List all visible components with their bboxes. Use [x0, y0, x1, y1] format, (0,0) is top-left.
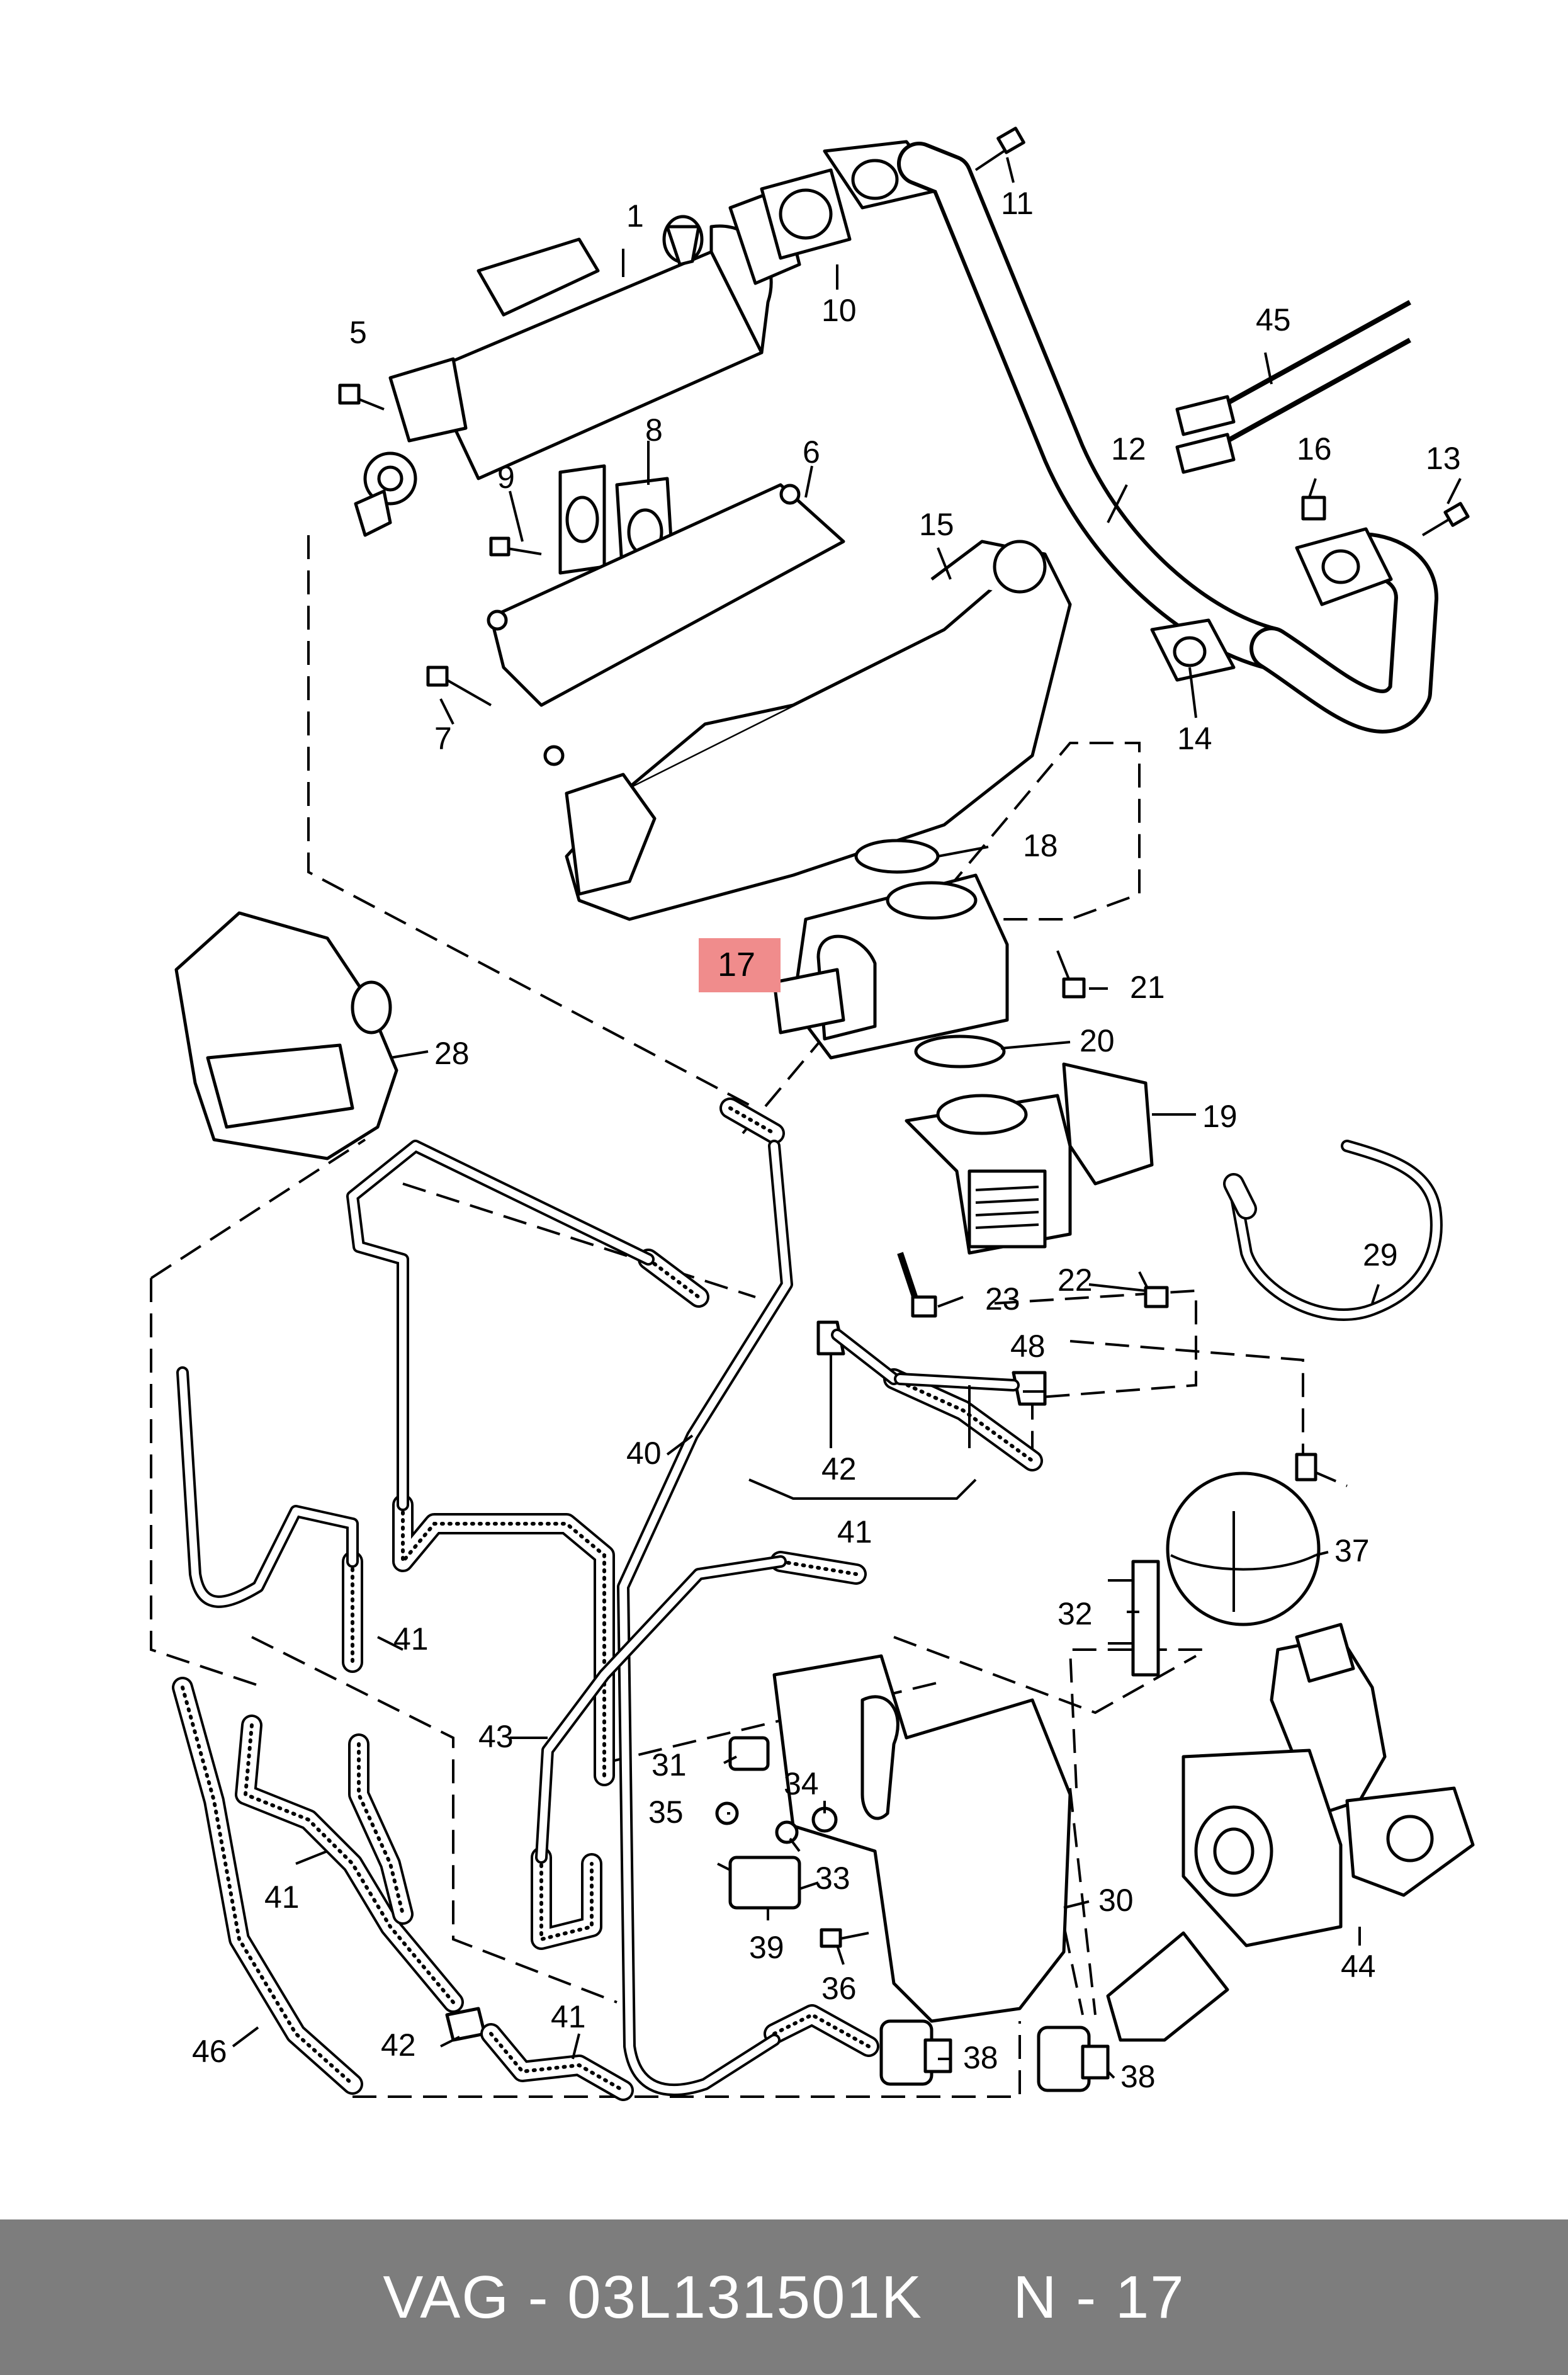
part-15-intake-manifold	[565, 540, 1072, 921]
rigid-pipes	[176, 1140, 1020, 2097]
callout-12: 12	[1111, 431, 1146, 467]
callout-43: 43	[478, 1719, 514, 1754]
callout-41-a: 41	[837, 1514, 872, 1550]
callout-32: 32	[1058, 1596, 1093, 1631]
callout-35: 35	[648, 1794, 684, 1830]
callout-15: 15	[919, 507, 954, 542]
part-9-gasket	[558, 464, 606, 575]
part-38-valve-b	[1037, 2026, 1110, 2092]
callout-39: 39	[749, 1930, 784, 1965]
part-10-gasket	[760, 168, 852, 260]
part-11-bolt	[974, 127, 1025, 171]
part-5-bolt	[338, 383, 385, 411]
callout-5: 5	[349, 315, 367, 350]
callout-16: 16	[1297, 431, 1332, 467]
part-21-bolt	[1056, 950, 1086, 999]
part-12-pipe	[897, 142, 1438, 734]
part-17-throttle-body	[772, 873, 1009, 1060]
callout-41-c: 41	[264, 1879, 300, 1915]
part-7-bolt	[426, 666, 492, 706]
part-number-footer: VAG - 03L131501K N - 17	[0, 2219, 1568, 2375]
footer-caption: VAG - 03L131501K N - 17	[383, 2263, 1185, 2331]
part-29-pipe	[1223, 1140, 1443, 1321]
part-16-nut	[1301, 496, 1326, 521]
callout-44: 44	[1341, 1949, 1376, 1984]
callout-13: 13	[1426, 441, 1461, 476]
callout-14: 14	[1177, 721, 1212, 756]
part-19-valve-housing	[905, 1062, 1154, 1255]
callout-28: 28	[434, 1036, 470, 1071]
part-22-bolt	[1138, 1271, 1169, 1308]
part-37-vacuum-reservoir	[1166, 1453, 1321, 1626]
part-11-flange	[823, 140, 946, 210]
part-6-bracket	[487, 483, 845, 766]
callout-30: 30	[1098, 1883, 1134, 1918]
callout-48: 48	[1010, 1329, 1046, 1364]
part-18-o-ring	[854, 839, 940, 874]
part-42-check-valve-b	[445, 2007, 487, 2042]
callout-45: 45	[1256, 302, 1291, 337]
callout-9: 9	[497, 460, 515, 495]
part-30-bracket	[772, 1654, 1072, 2023]
callout-1: 1	[626, 198, 644, 234]
part-31-connector	[728, 1736, 770, 1771]
part-23-bolt	[897, 1252, 937, 1318]
callout-34: 34	[784, 1766, 819, 1801]
callout-23: 23	[985, 1281, 1020, 1317]
part-32-bracket	[1108, 1560, 1160, 1677]
callout-37: 37	[1334, 1533, 1370, 1568]
callout-20: 20	[1080, 1023, 1115, 1058]
part-13-bolt	[1421, 502, 1470, 536]
callout-19: 19	[1202, 1099, 1238, 1134]
part-1-egr-cooler	[354, 187, 801, 537]
callout-10: 10	[821, 293, 857, 328]
callout-42-a: 42	[821, 1451, 857, 1487]
callout-33: 33	[815, 1861, 850, 1896]
callout-8: 8	[645, 412, 663, 448]
callout-31: 31	[651, 1747, 687, 1783]
highlight-box	[699, 938, 781, 992]
callout-21: 21	[1130, 970, 1165, 1005]
part-44-turbocharger	[1106, 1623, 1475, 2042]
highlight-label: 17	[718, 946, 755, 983]
exploded-parts-diagram: 17 1 5 8 9 6 7 10 11 12 13 14 15 16 18 1…	[150, 127, 1475, 2101]
callout-41-b: 41	[393, 1621, 429, 1657]
callout-38-a: 38	[963, 2040, 998, 2075]
callout-labels: 1 5 8 9 6 7 10 11 12 13 14 15 16 18 19 2…	[192, 186, 1461, 2094]
callout-leaders	[232, 157, 1462, 2079]
part-38-valve-a	[879, 2019, 952, 2086]
part-33-nut	[775, 1820, 799, 1844]
part-14-gasket	[1150, 618, 1236, 682]
callout-18: 18	[1023, 828, 1058, 863]
part-20-o-ring	[914, 1034, 1006, 1068]
part-28-cover	[174, 911, 398, 1160]
vacuum-hoses	[172, 1097, 1043, 2101]
callout-38-b: 38	[1120, 2059, 1156, 2094]
part-45-cable-ties	[1175, 300, 1411, 474]
callout-36: 36	[821, 1971, 857, 2006]
part-48-cap	[1012, 1371, 1047, 1406]
callout-22: 22	[1058, 1262, 1093, 1298]
callout-40: 40	[626, 1436, 662, 1471]
callout-46: 46	[192, 2034, 227, 2069]
callout-42-b: 42	[381, 2027, 416, 2063]
part-9-bolt	[489, 536, 542, 557]
part-39-valve	[717, 1856, 819, 1910]
callout-11: 11	[1001, 186, 1034, 221]
part-36-bolt	[820, 1928, 869, 1948]
callout-41-d: 41	[551, 1999, 586, 2034]
callout-6: 6	[803, 434, 820, 470]
callout-29: 29	[1363, 1237, 1398, 1273]
callout-7: 7	[434, 721, 452, 756]
